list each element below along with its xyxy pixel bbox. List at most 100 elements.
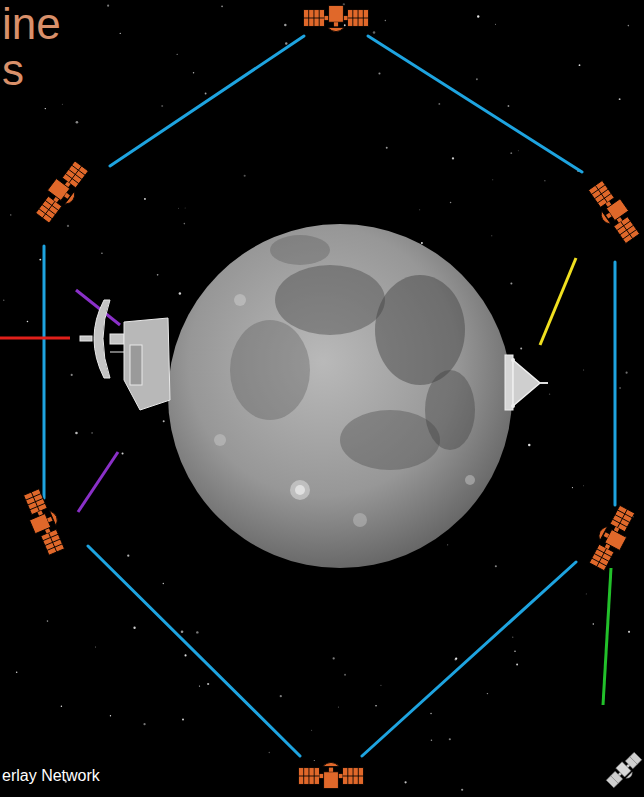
- star: [492, 179, 493, 180]
- crosslink-line: [362, 562, 576, 756]
- star: [385, 20, 386, 21]
- star: [10, 214, 11, 215]
- earth-link-line: [0, 337, 70, 340]
- star: [184, 223, 186, 225]
- star: [3, 299, 4, 300]
- caption-fragment-text: erlay Network: [2, 767, 100, 784]
- star: [184, 654, 186, 656]
- star: [510, 152, 512, 154]
- star: [628, 25, 630, 27]
- star: [333, 657, 335, 659]
- star: [182, 719, 184, 721]
- star: [508, 105, 510, 107]
- caption-fragment: erlay Network: [2, 768, 100, 784]
- star: [110, 715, 111, 716]
- star: [528, 444, 530, 446]
- star: [572, 487, 573, 488]
- star: [344, 674, 346, 676]
- star: [344, 24, 346, 26]
- star: [39, 259, 41, 261]
- crosslink-lines: [44, 36, 615, 756]
- crosslink-line: [88, 546, 300, 756]
- star: [133, 627, 135, 629]
- star: [549, 393, 550, 394]
- star: [619, 387, 620, 388]
- star: [205, 93, 207, 95]
- star: [16, 671, 18, 673]
- star: [161, 105, 163, 107]
- star: [516, 664, 518, 666]
- relay-link-line: [603, 568, 611, 705]
- star: [75, 432, 78, 435]
- star: [47, 620, 49, 622]
- star: [544, 180, 545, 181]
- satellite-icon: [32, 158, 92, 226]
- star: [179, 292, 181, 294]
- star: [284, 24, 287, 27]
- satellite-icon: [585, 503, 639, 573]
- title-fragment-text: ine: [2, 0, 61, 48]
- star: [419, 209, 420, 210]
- star: [314, 760, 315, 761]
- star: [61, 705, 62, 706]
- star: [95, 646, 97, 648]
- star: [338, 707, 339, 708]
- satellite-icon: [584, 178, 643, 246]
- star: [378, 72, 380, 74]
- star: [430, 713, 431, 714]
- star: [285, 42, 287, 44]
- lander-link-line: [540, 258, 576, 345]
- star: [583, 369, 585, 371]
- star: [163, 420, 165, 422]
- star: [495, 565, 497, 567]
- moon: [168, 224, 512, 568]
- star: [91, 432, 92, 433]
- star: [177, 54, 178, 55]
- star: [193, 72, 194, 73]
- title-fragment-text: s: [2, 45, 24, 94]
- star: [476, 78, 478, 80]
- star: [495, 24, 496, 25]
- ground-station-dish: [80, 300, 170, 410]
- star: [510, 283, 512, 285]
- star: [71, 374, 73, 376]
- star: [447, 544, 448, 545]
- crosslink-line: [43, 246, 46, 498]
- lunar-lander: [505, 355, 548, 410]
- star: [421, 242, 423, 244]
- station-link-line: [78, 452, 118, 512]
- satellite-icon: [298, 762, 363, 788]
- star: [477, 15, 479, 17]
- star: [520, 347, 522, 349]
- star: [120, 33, 121, 34]
- star: [67, 225, 69, 227]
- star: [269, 752, 271, 754]
- title-fragment: ine: [2, 2, 61, 46]
- crosslink-line: [368, 36, 582, 172]
- star: [127, 555, 129, 557]
- star: [62, 104, 63, 105]
- star: [514, 650, 516, 652]
- star: [512, 637, 513, 638]
- star-field: [3, 3, 634, 791]
- star: [280, 695, 282, 697]
- star: [579, 64, 581, 66]
- star: [184, 207, 186, 209]
- star: [491, 235, 492, 236]
- star: [404, 781, 406, 783]
- star: [373, 31, 375, 33]
- star: [375, 705, 377, 707]
- star: [455, 657, 457, 659]
- star: [143, 723, 145, 725]
- star: [628, 631, 630, 633]
- star: [461, 789, 463, 791]
- satellite-icon: [303, 5, 368, 31]
- star: [76, 121, 79, 124]
- star: [487, 693, 488, 694]
- star: [449, 738, 451, 740]
- title-fragment: s: [2, 48, 24, 92]
- star: [583, 485, 585, 487]
- star: [196, 631, 198, 633]
